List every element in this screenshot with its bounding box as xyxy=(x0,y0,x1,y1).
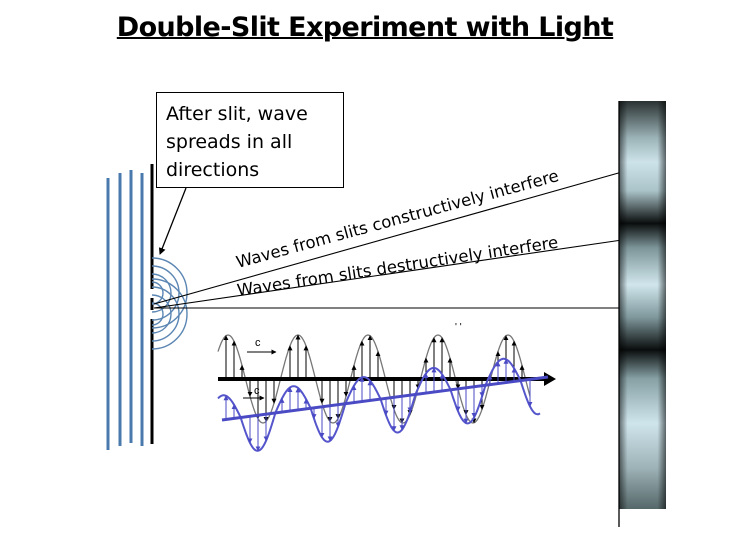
incident-wavefronts xyxy=(106,170,144,450)
destructive-ray xyxy=(153,239,623,309)
speed-arrow-lower: c xyxy=(243,385,265,401)
b-field-wave xyxy=(217,357,541,452)
callout-pointer xyxy=(158,187,187,255)
page-title: Double-Slit Experiment with Light xyxy=(116,12,614,43)
slit-callout: After slit, wave spreads in all directio… xyxy=(156,92,344,188)
detection-screen xyxy=(618,101,666,527)
speed-arrow-upper: c xyxy=(247,337,277,355)
constructive-ray xyxy=(153,171,623,305)
em-wave-inset: ' ' c c xyxy=(217,322,556,452)
speed-label-upper: c xyxy=(255,337,261,349)
speed-label-lower: c xyxy=(254,385,260,397)
rays xyxy=(153,171,623,309)
spreading-wavefronts xyxy=(151,257,188,350)
b-field-axis xyxy=(221,375,549,422)
b-field-vectors xyxy=(223,358,533,452)
inset-mark: ' ' xyxy=(455,322,462,333)
